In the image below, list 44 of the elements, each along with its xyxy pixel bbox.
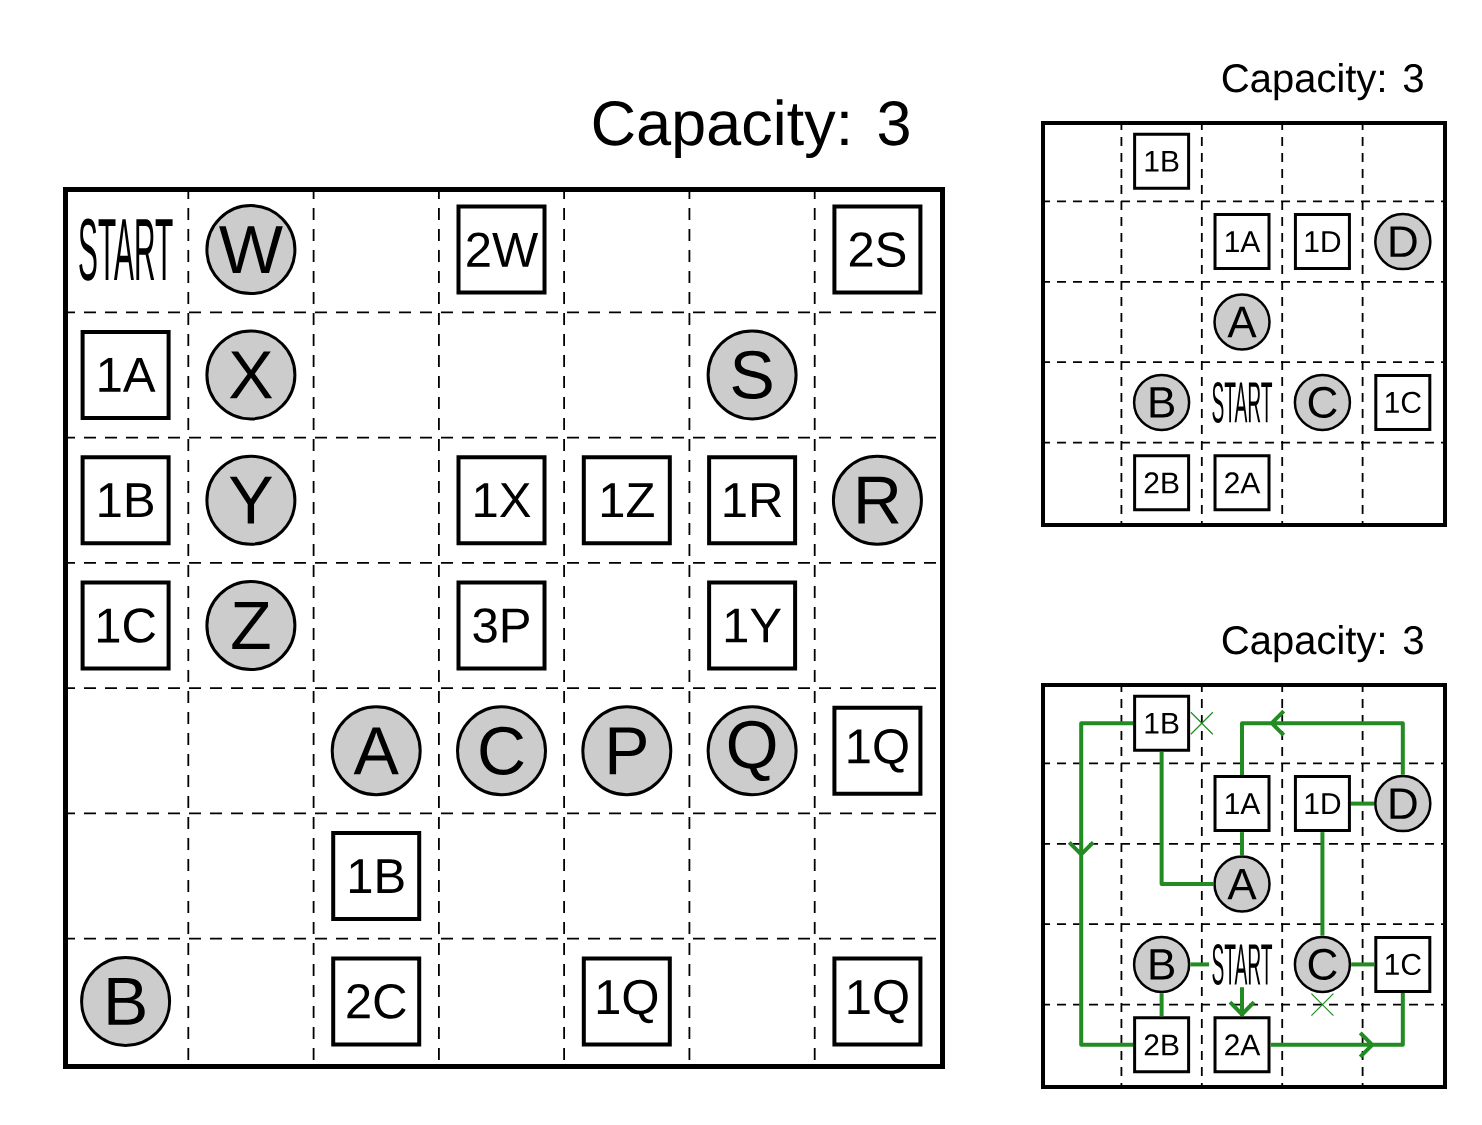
route-arrow <box>1067 721 1136 1047</box>
capacity-heading: Capacity: 3 <box>1222 63 1423 101</box>
route-line <box>1159 751 1214 886</box>
lettered-box: 1A <box>1213 213 1271 271</box>
lettered-box: 1Q <box>832 705 923 796</box>
route-arrow <box>1268 990 1405 1059</box>
lettered-box: 1R <box>707 455 798 546</box>
lettered-box: 1Y <box>707 580 798 671</box>
route-line <box>1240 832 1244 856</box>
lettered-box: 1B <box>80 455 171 546</box>
start-label: START <box>79 218 173 281</box>
lettered-box: 1B <box>1133 132 1191 190</box>
lettered-box: 1B <box>1133 694 1191 752</box>
lettered-box: 2C <box>331 956 422 1047</box>
route-arrow <box>1228 985 1256 1019</box>
route-line <box>1190 962 1210 967</box>
lettered-box: 1A <box>1213 775 1271 833</box>
lettered-box: 3P <box>456 580 547 671</box>
route-arrow <box>1240 709 1405 778</box>
lettered-box: 1X <box>456 455 547 546</box>
lettered-box: 2S <box>832 204 923 295</box>
lettered-box: 1C <box>80 580 171 671</box>
lettered-box: 1Z <box>581 455 672 546</box>
lettered-box: 1D <box>1293 213 1351 271</box>
route-line <box>1350 801 1375 806</box>
capacity-heading: Capacity: 3 <box>1222 625 1423 663</box>
lettered-box: 1A <box>80 329 171 420</box>
route-line <box>1320 832 1325 936</box>
start-label: START <box>1212 943 1273 985</box>
start-label: START <box>1212 381 1273 423</box>
lettered-box: 1D <box>1293 775 1351 833</box>
route-line <box>1351 962 1375 967</box>
lettered-box: 1B <box>331 831 422 922</box>
lettered-box: 1Q <box>832 956 923 1047</box>
lettered-box: 2A <box>1213 1016 1271 1074</box>
lettered-box: 2W <box>456 204 547 295</box>
lettered-box: 1C <box>1374 373 1432 431</box>
lettered-box: 2A <box>1213 454 1271 512</box>
capacity-heading: Capacity: 3 <box>593 99 909 159</box>
route-line <box>1159 993 1164 1017</box>
lettered-box: 2B <box>1133 1016 1191 1074</box>
lettered-box: 2B <box>1133 454 1191 512</box>
lettered-box: 1C <box>1374 935 1432 993</box>
lettered-box: 1Q <box>581 956 672 1047</box>
